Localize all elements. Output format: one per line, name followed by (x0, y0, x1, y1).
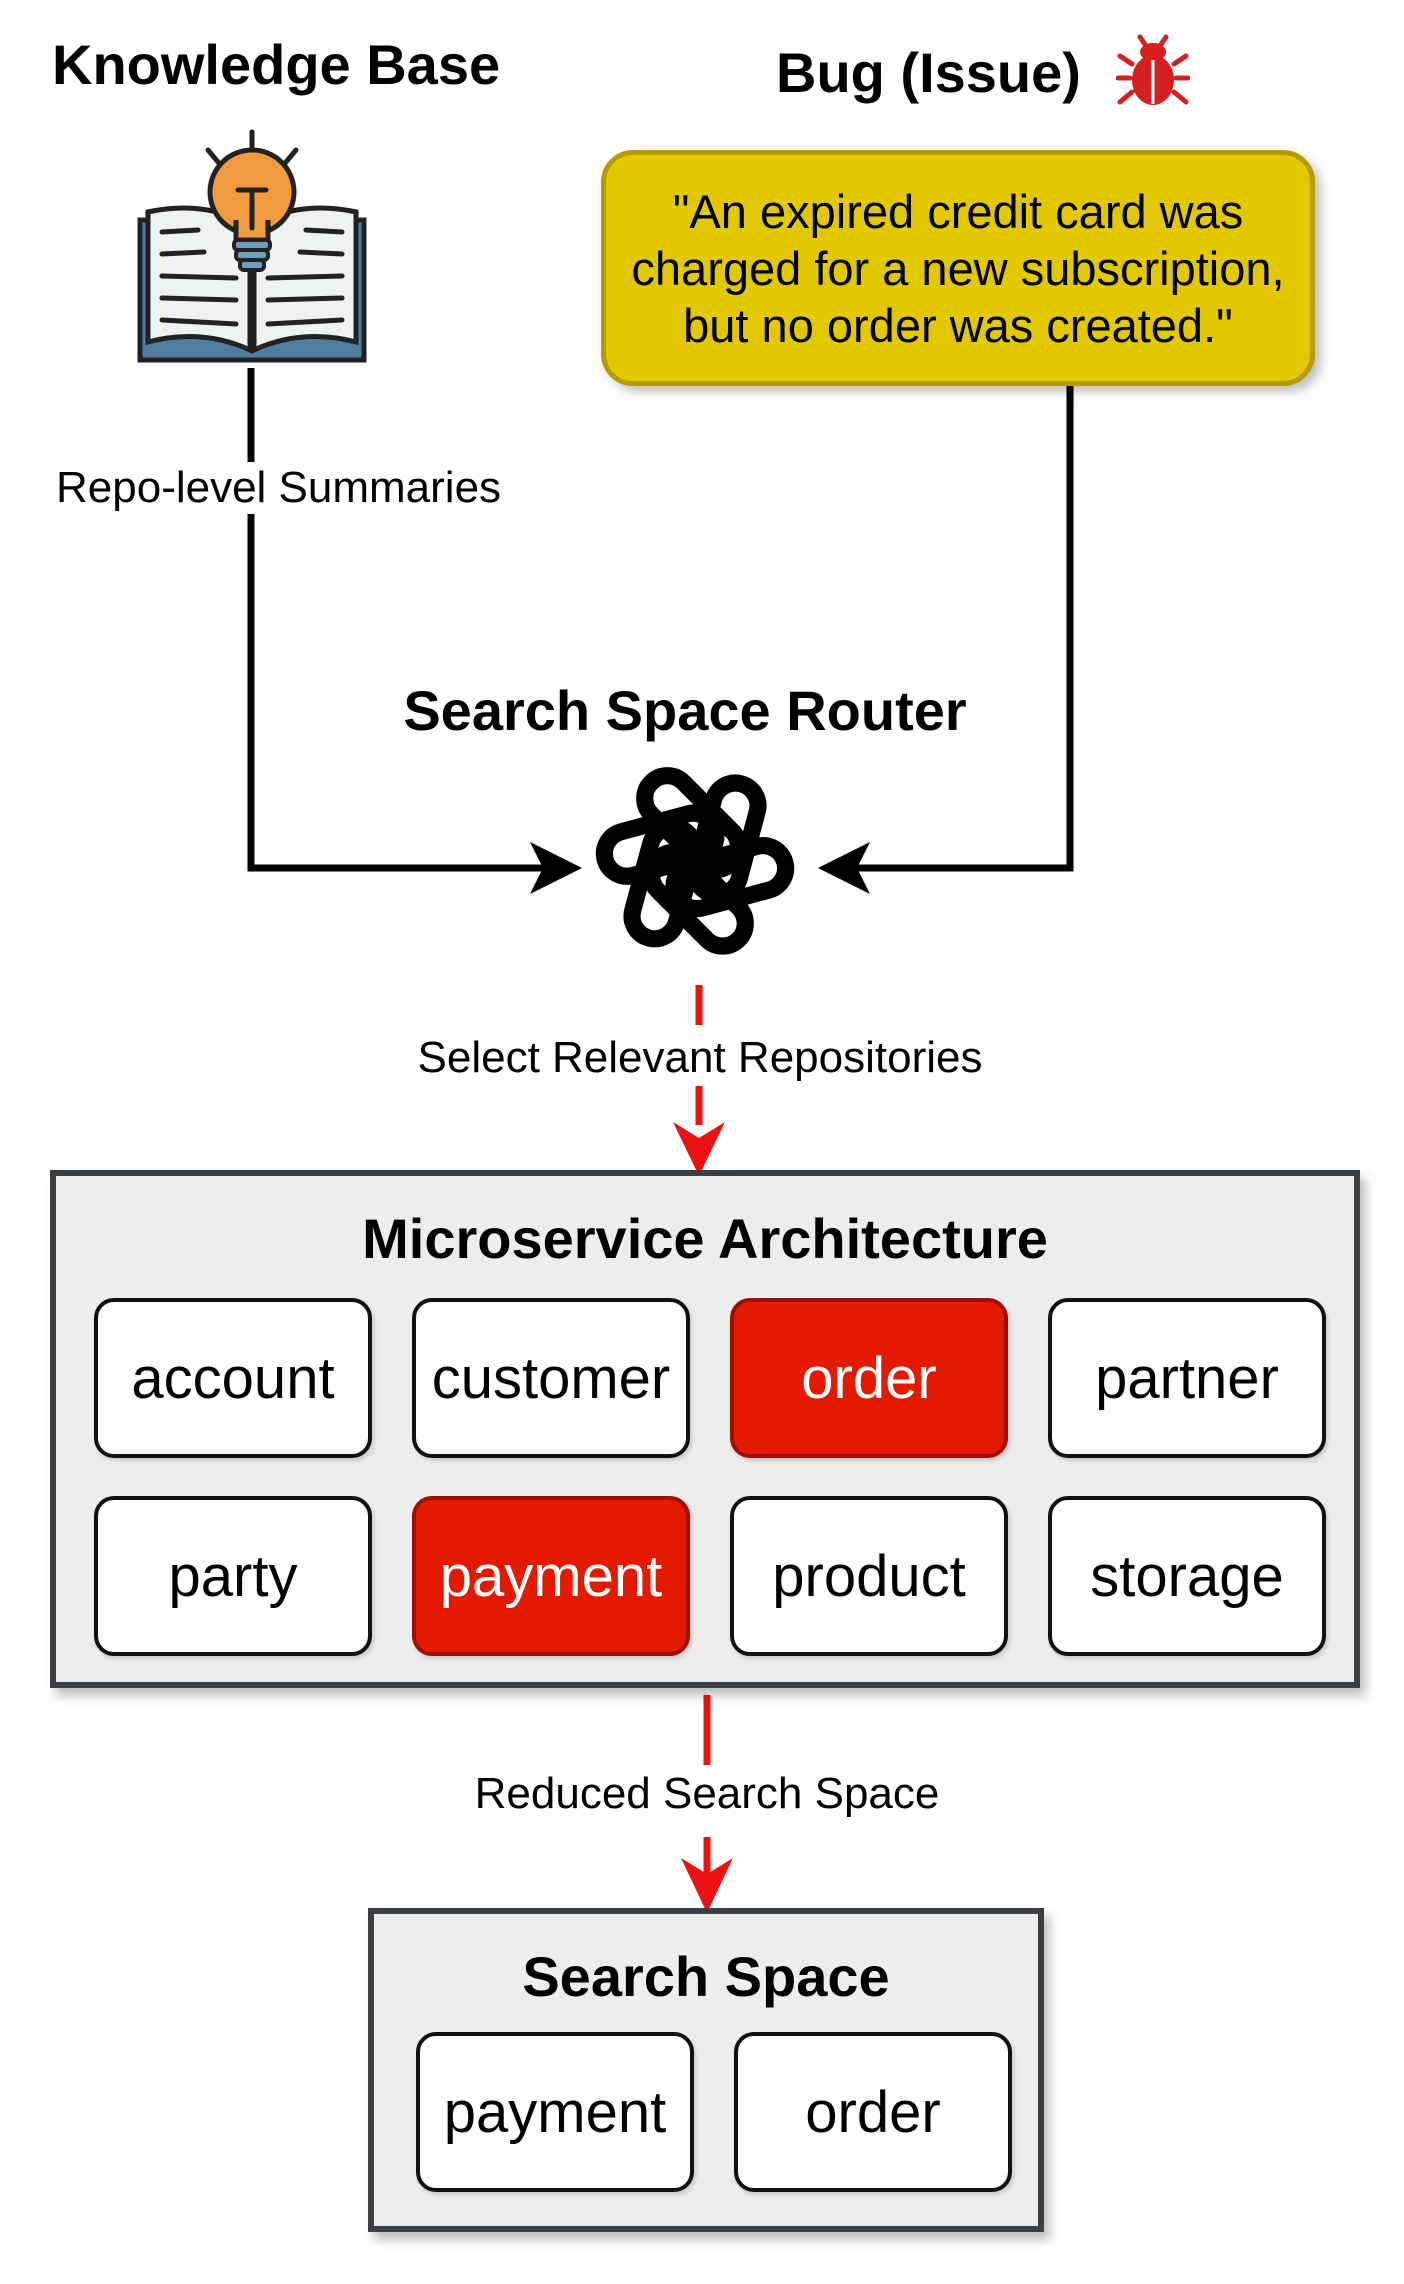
arch-to-space-arrowhead (681, 1858, 733, 1913)
bug-to-router-arrowhead (818, 842, 870, 894)
architecture-title: Microservice Architecture (362, 1207, 1048, 1270)
repo-summaries-label: Repo-level Summaries (56, 462, 502, 514)
service-party: party (94, 1496, 372, 1656)
bug-title: Bug (Issue) (776, 41, 1081, 104)
reduced-space-label: Reduced Search Space (0, 1765, 1404, 1822)
logo-petal (636, 767, 748, 879)
select-repos-label: Select Relevant Repositories (0, 1029, 1400, 1086)
bug-icon (1116, 34, 1190, 105)
bug-description-box: "An expired credit card was charged for … (601, 150, 1315, 386)
service-order: order (730, 1298, 1008, 1458)
kb-to-router-arrowhead (530, 842, 582, 894)
select-repos-text: Select Relevant Repositories (411, 1029, 989, 1086)
service-partner: partner (1048, 1298, 1326, 1458)
service-product: product (730, 1496, 1008, 1656)
book-lightbulb-icon (137, 129, 367, 363)
openai-logo-icon (595, 767, 795, 955)
service-storage: storage (1048, 1496, 1326, 1656)
search-space-item-order: order (734, 2032, 1012, 2192)
bug-to-router-line (855, 386, 1074, 872)
reduced-space-text: Reduced Search Space (468, 1765, 946, 1822)
search-space-title: Search Space (522, 1945, 890, 2008)
service-customer: customer (412, 1298, 690, 1458)
service-account: account (94, 1298, 372, 1458)
kb-to-router-line (247, 368, 545, 872)
service-payment: payment (412, 1496, 690, 1656)
search-space-item-payment: payment (416, 2032, 694, 2192)
knowledge-base-title: Knowledge Base (52, 33, 501, 96)
router-to-arch-arrowhead (673, 1122, 725, 1176)
bug-description-text: "An expired credit card was charged for … (631, 184, 1285, 352)
router-title: Search Space Router (403, 679, 967, 742)
